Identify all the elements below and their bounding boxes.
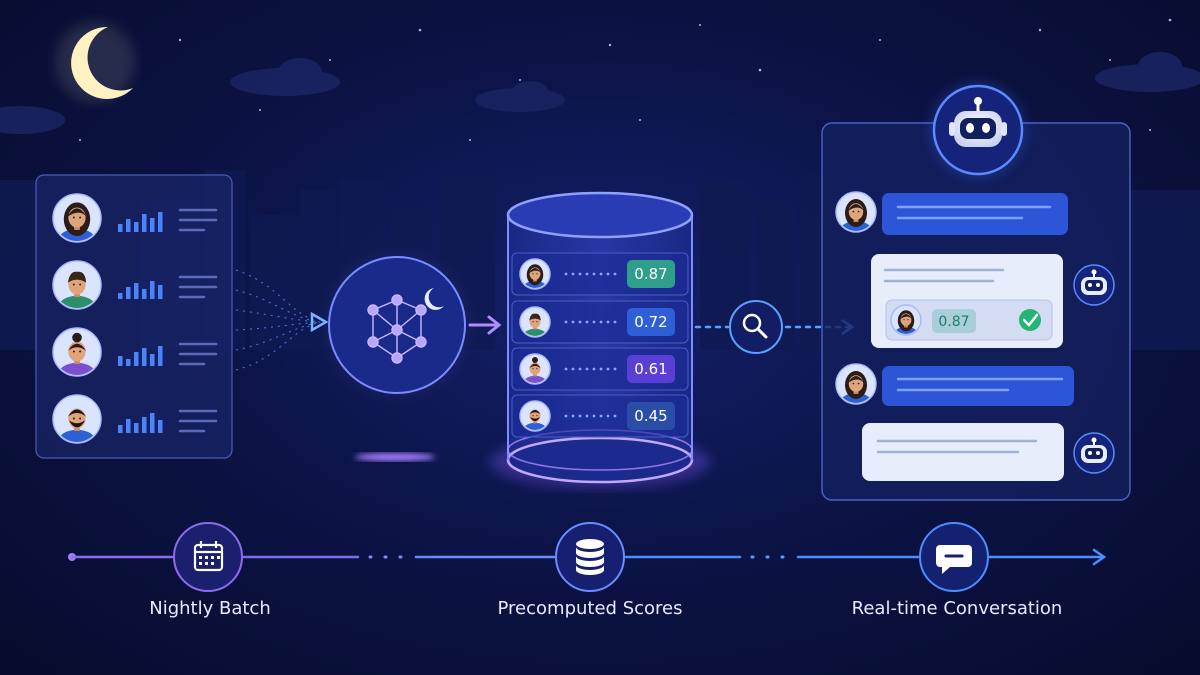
robot-icon	[1073, 432, 1115, 474]
moon-icon	[55, 22, 135, 102]
chat-user-avatar	[835, 191, 877, 233]
search-icon	[729, 300, 783, 354]
stage-label-nightly-batch: Nightly Batch	[149, 598, 271, 619]
user-profile-row	[52, 394, 218, 444]
user-message-bubble	[835, 191, 1068, 235]
check-icon	[1019, 309, 1041, 331]
user-message-bubble	[835, 363, 1074, 406]
profile-text-lines	[178, 342, 218, 366]
score-avatar	[519, 353, 551, 385]
user-avatar	[52, 193, 102, 243]
user-avatar	[52, 327, 102, 377]
score-value: 0.72	[634, 313, 667, 331]
activity-bars	[118, 281, 163, 299]
profile-text-lines	[178, 275, 218, 299]
score-value: 0.87	[634, 265, 667, 283]
robot-icon	[1073, 264, 1115, 306]
user-profile-row	[52, 327, 218, 377]
user-avatar	[52, 260, 102, 310]
message-text-lines	[883, 268, 1005, 283]
model-glow	[355, 453, 435, 461]
arrow-to-database	[468, 315, 502, 335]
score-badge	[627, 402, 675, 430]
score-badge	[627, 260, 675, 288]
score-row: 0.72	[511, 300, 689, 344]
small-moon-icon	[424, 288, 444, 310]
clouds	[0, 52, 1200, 134]
stage-label-precomputed-scores: Precomputed Scores	[497, 598, 683, 619]
profile-text-lines	[178, 409, 218, 433]
bot-reply-bubble: 0.87	[871, 254, 1063, 348]
score-row: 0.87	[511, 252, 689, 296]
matched-score-card	[885, 299, 1053, 341]
chat-user-avatar	[835, 363, 877, 405]
calendar-icon	[173, 522, 243, 592]
score-value: 0.45	[634, 407, 667, 425]
user-profile-row	[52, 193, 218, 243]
score-avatar	[519, 258, 551, 290]
score-connector-dots	[564, 367, 617, 371]
activity-bars	[118, 346, 163, 366]
activity-bars	[118, 413, 163, 433]
user-profile-row	[52, 260, 218, 310]
message-text-lines	[896, 377, 1064, 392]
score-connector-dots	[564, 272, 617, 276]
message-text-lines	[876, 439, 1038, 454]
chat-bubble-icon	[919, 522, 989, 592]
score-badge	[627, 308, 675, 336]
stage-label-realtime-conversation: Real-time Conversation	[851, 598, 1063, 619]
score-badge	[627, 355, 675, 383]
user-profiles-panel	[35, 174, 233, 459]
data-flow-streams	[235, 269, 321, 371]
timeline	[68, 548, 1107, 566]
robot-icon	[930, 82, 1026, 178]
message-text-lines	[896, 205, 1052, 220]
score-avatar	[519, 306, 551, 338]
matched-user-avatar	[890, 304, 922, 336]
activity-bars	[118, 212, 163, 232]
score-value: 0.61	[634, 360, 667, 378]
score-row: 0.61	[511, 347, 689, 391]
bot-reply-bubble	[862, 423, 1064, 481]
database-icon	[555, 522, 625, 592]
score-avatar	[519, 400, 551, 432]
user-avatar	[52, 394, 102, 444]
profile-text-lines	[178, 208, 218, 232]
score-row: 0.45	[511, 394, 689, 438]
neural-network-icon	[367, 294, 427, 364]
score-connector-dots	[564, 320, 617, 324]
score-connector-dots	[564, 414, 617, 418]
matched-score-value: 0.87	[938, 314, 969, 330]
